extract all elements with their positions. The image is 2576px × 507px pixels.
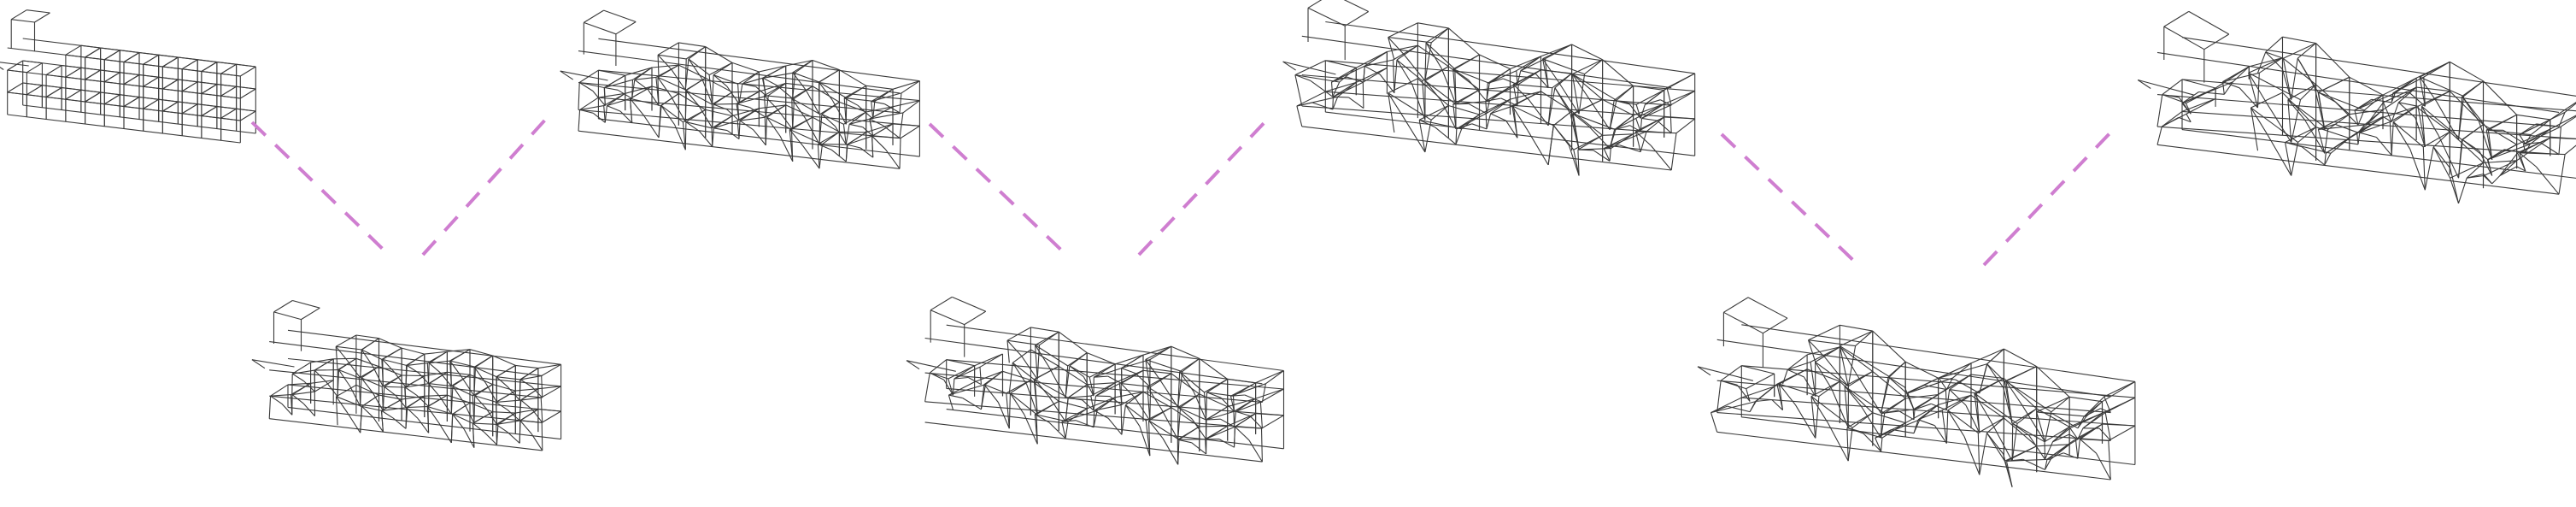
wireframe-lines — [1697, 297, 2136, 487]
stage-3-wireframe — [560, 9, 920, 205]
wireframe-lines — [1282, 0, 1696, 176]
wireframe-lines — [906, 296, 1285, 465]
connector-5-to-6 — [1720, 133, 1860, 267]
stage-6-wireframe — [1697, 297, 2136, 504]
wireframe-lines — [0, 9, 256, 144]
connector-6-to-7 — [1982, 127, 2116, 267]
connector-3-to-4 — [928, 122, 1068, 256]
stage-4-wireframe — [906, 296, 1285, 496]
wireframe-lines — [251, 299, 562, 451]
stage-2-wireframe — [251, 299, 562, 496]
stage-7-wireframe — [2137, 10, 2576, 214]
wireframe-lines — [560, 9, 920, 169]
stage-1-wireframe — [0, 9, 256, 188]
wireframe-lines — [2137, 10, 2576, 203]
connector-2-to-3 — [421, 116, 549, 256]
connector-4-to-5 — [1137, 116, 1270, 256]
connector-1-to-2 — [250, 121, 390, 256]
stage-5-wireframe — [1282, 0, 1696, 201]
